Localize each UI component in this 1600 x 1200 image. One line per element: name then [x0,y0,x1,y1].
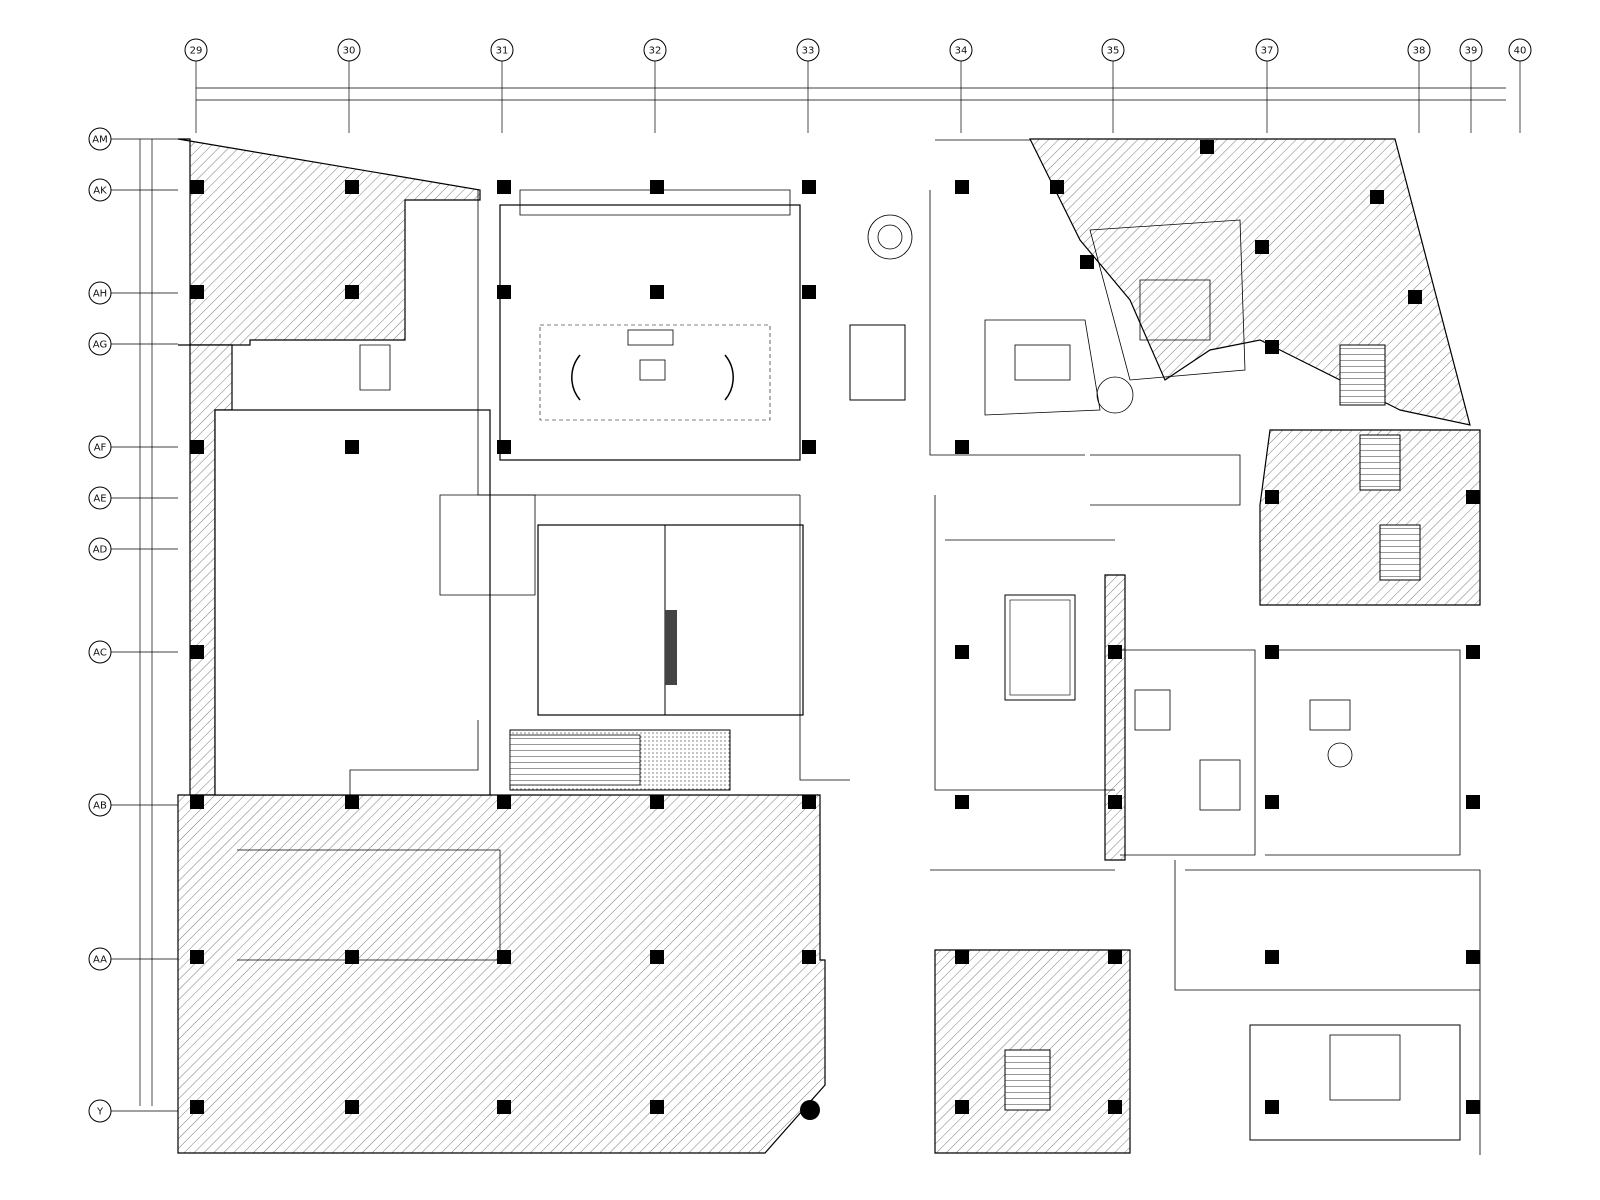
grid-row-Y: Y [88,1099,112,1123]
grid-column-31-label: 31 [496,46,509,57]
grid-column-34-label: 34 [955,46,968,57]
grid-row-AF: AF [88,435,112,459]
grid-row-AM: AM [88,127,112,151]
grid-column-32: 32 [643,38,667,62]
grid-row-AB-label: AB [93,801,107,812]
grid-row-AA: AA [88,947,112,971]
grid-row-AB: AB [88,793,112,817]
grid-column-31: 31 [490,38,514,62]
grid-row-AG-label: AG [93,340,107,351]
grid-column-39: 39 [1459,38,1483,62]
grid-column-30-label: 30 [343,46,356,57]
grid-row-AK-label: AK [93,186,107,197]
grid-row-AE-label: AE [93,494,106,505]
grid-row-AE: AE [88,486,112,510]
grid-column-40: 40 [1508,38,1532,62]
grid-column-37: 37 [1255,38,1279,62]
grid-row-AD-label: AD [93,545,108,556]
grid-column-29-label: 29 [190,46,203,57]
grid-column-33: 33 [796,38,820,62]
grid-row-AK: AK [88,178,112,202]
grid-row-AA-label: AA [93,955,107,966]
grid-row-AG: AG [88,332,112,356]
grid-column-40-label: 40 [1514,46,1527,57]
grid-column-32-label: 32 [649,46,662,57]
grid-row-AD: AD [88,537,112,561]
grid-column-33-label: 33 [802,46,815,57]
grid-column-38: 38 [1407,38,1431,62]
escalator [509,344,1421,1111]
grid-column-34: 34 [949,38,973,62]
grid-row-AM-label: AM [92,135,107,146]
grid-column-29: 29 [184,38,208,62]
column-grid-bubbles: 29 30 31 32 33 34 35 37 38 39 40 [184,38,1532,62]
open-areas [214,204,1461,1141]
row-grid-bubbles: AM AK AH AG AF AE AD AC AB AA Y [88,127,112,1123]
grid-column-38-label: 38 [1413,46,1426,57]
grid-column-30: 30 [337,38,361,62]
grid-row-AH: AH [88,281,112,305]
partitions [237,139,1481,1155]
grid-row-Y-label: Y [96,1107,104,1118]
grid-column-35: 35 [1101,38,1125,62]
grid-row-AC-label: AC [93,648,107,659]
grid-row-AH-label: AH [93,289,107,300]
grid-column-37-label: 37 [1261,46,1274,57]
columns [190,140,1480,1120]
grid-row-AC: AC [88,640,112,664]
furniture [519,189,1353,811]
grid-column-35-label: 35 [1107,46,1120,57]
grid-column-39-label: 39 [1465,46,1478,57]
grid-lines [111,61,1521,1112]
grid-row-AF-label: AF [94,443,107,454]
